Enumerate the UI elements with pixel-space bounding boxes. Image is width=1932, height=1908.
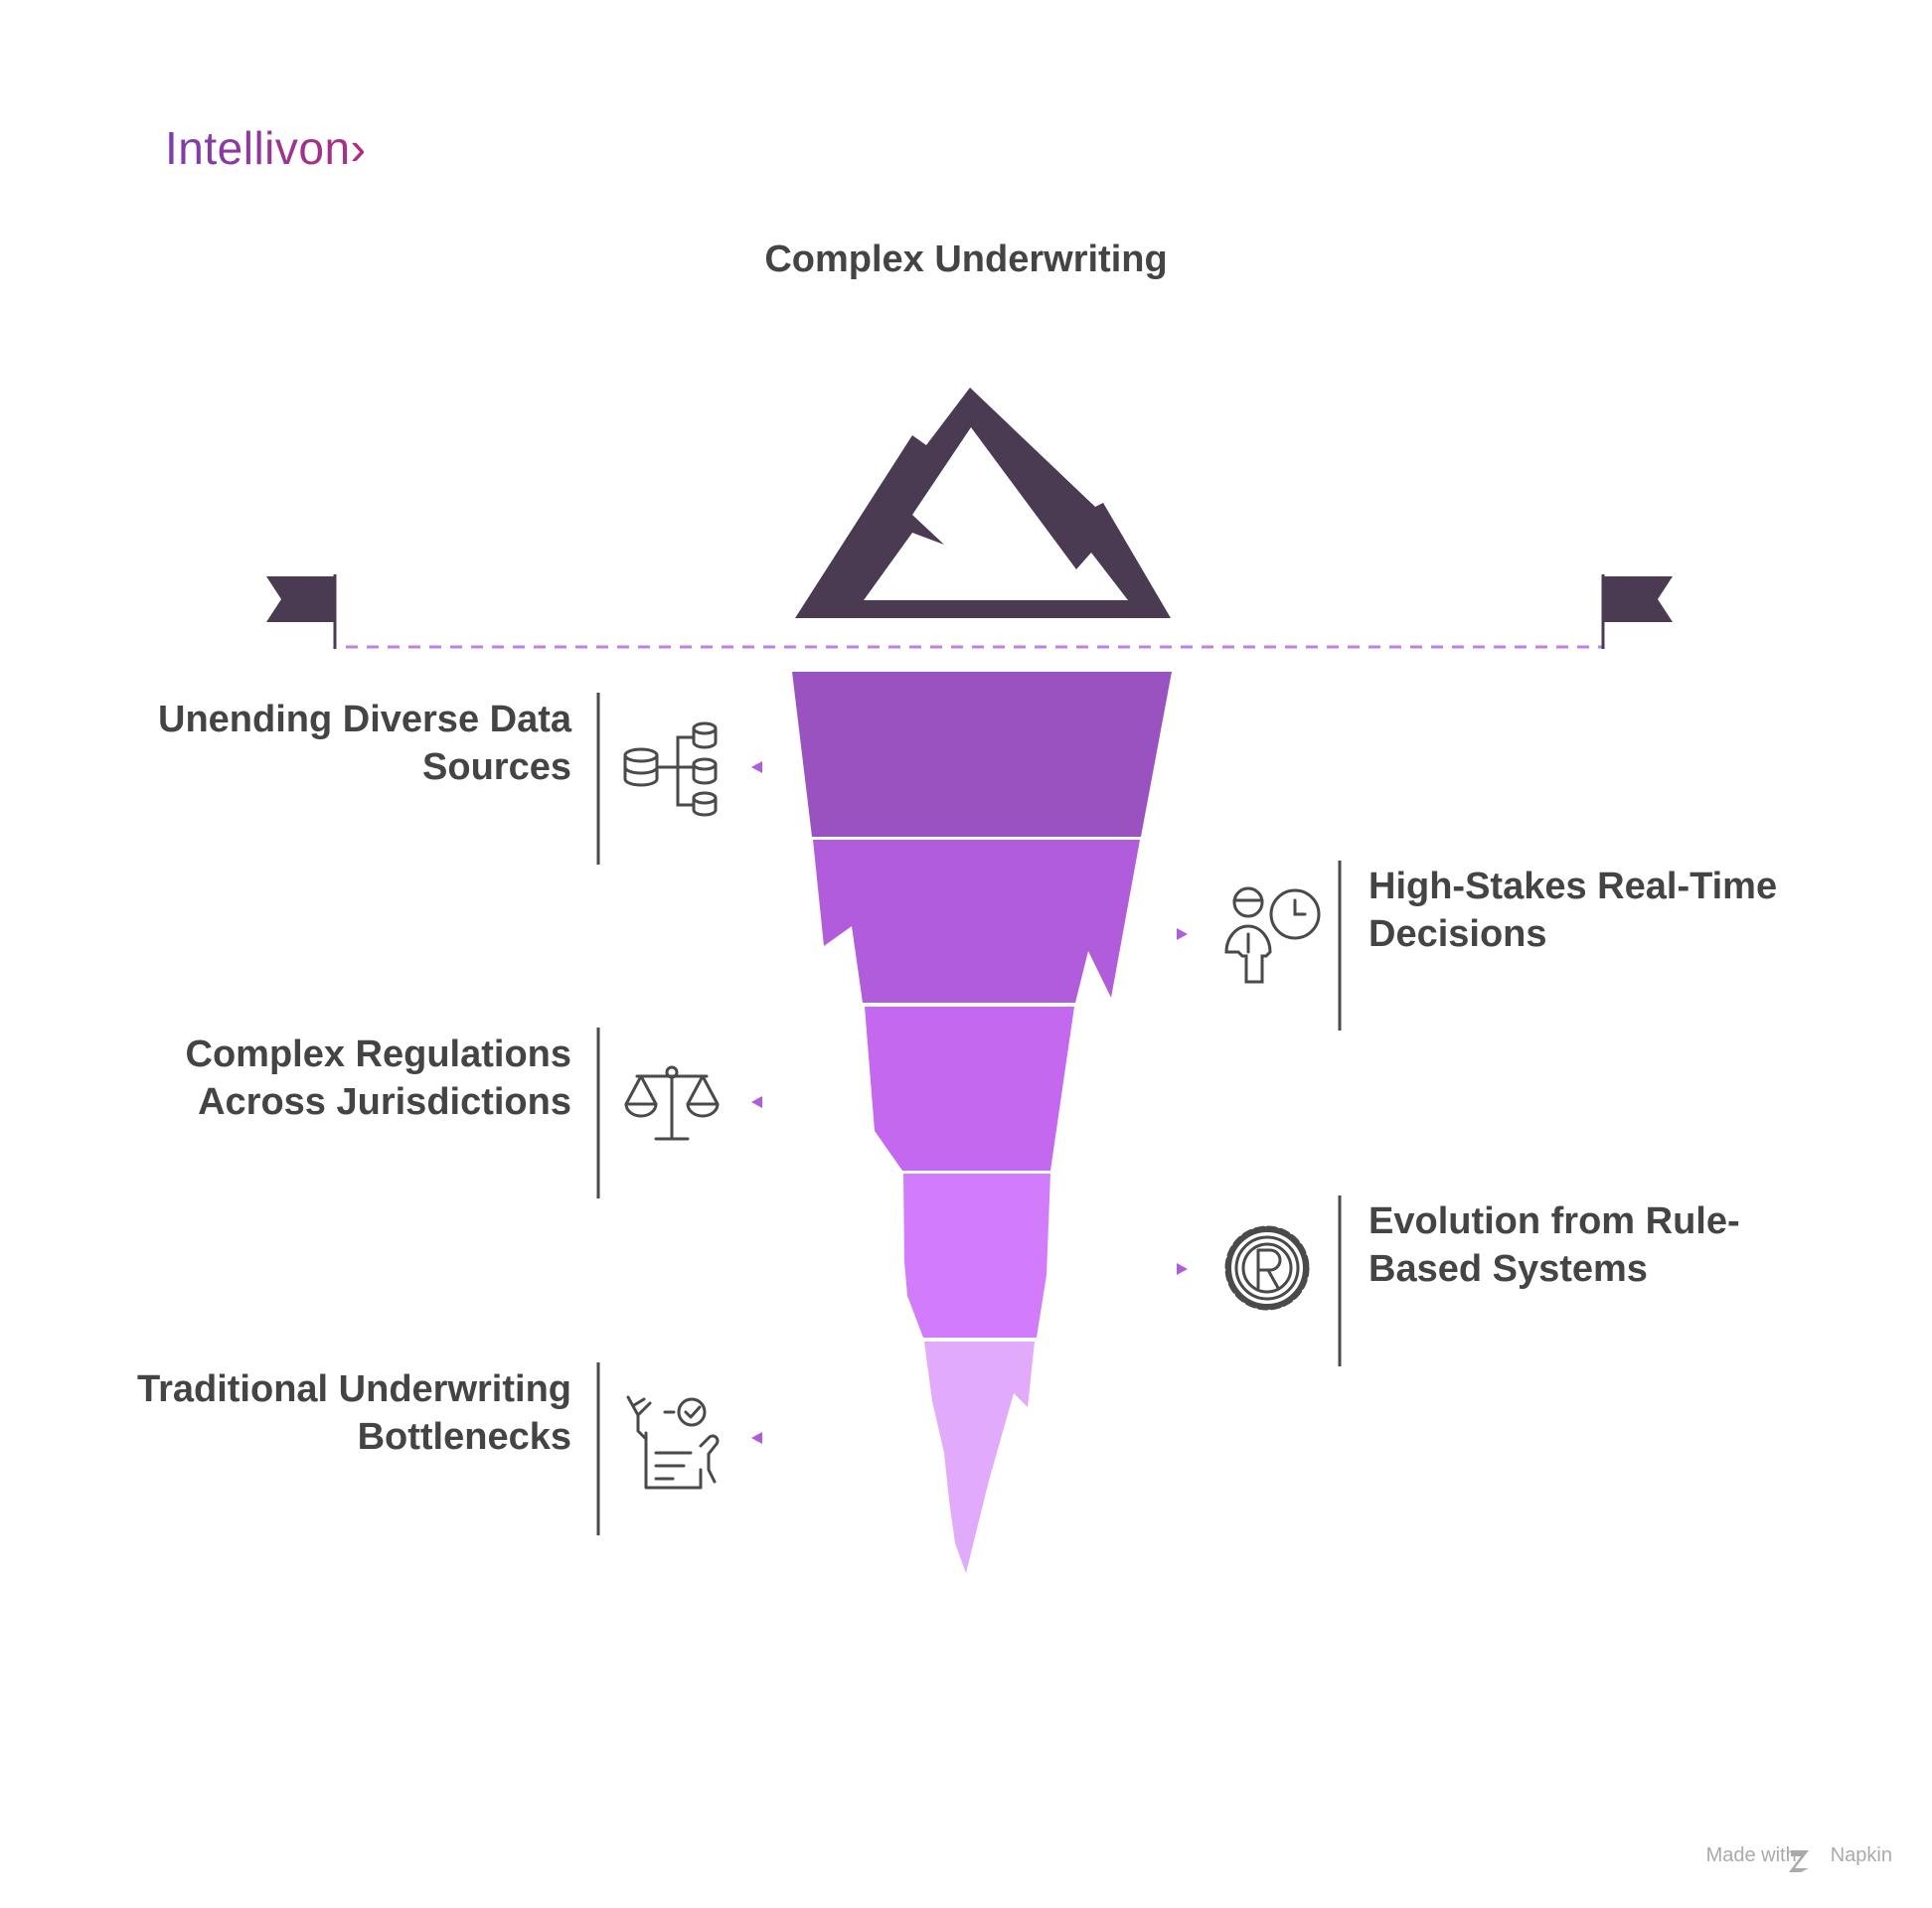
database-hierarchy-icon (623, 721, 718, 817)
pointer-arrow-4 (1177, 1263, 1188, 1275)
scales-icon (624, 1065, 720, 1141)
credit-text: Made with (1705, 1844, 1797, 1866)
diagram-title: Complex Underwriting (764, 238, 1168, 280)
pointer-arrow-1 (751, 761, 762, 773)
iceberg-tip (795, 388, 1171, 618)
document-check-hand-icon (626, 1395, 720, 1490)
pointer-arrow-5 (751, 1432, 762, 1444)
iceberg-layer-1 (792, 672, 1172, 837)
item-label-2: High-Stakes Real-Time Decisions (1368, 866, 1778, 955)
credit-brand: Napkin (1830, 1844, 1892, 1866)
iceberg-layer-3 (865, 1007, 1074, 1171)
brand-logo: Intellivon› (165, 122, 367, 174)
right-flag (1601, 574, 1673, 649)
footer-credit: Made with Napkin (1706, 1844, 1892, 1867)
item-label-3: Complex Regulations Across Jurisdictions (185, 1034, 572, 1123)
person-clock-icon (1224, 886, 1321, 984)
gear-r-icon (1224, 1225, 1310, 1311)
napkin-logo-icon (1789, 1850, 1809, 1872)
item-label-5: Traditional Underwriting Bottlenecks (136, 1368, 571, 1458)
iceberg-layer-5 (924, 1342, 1035, 1573)
iceberg-layer-4 (903, 1174, 1050, 1338)
item-label-4: Evolution from Rule-Based Systems (1368, 1200, 1740, 1290)
left-flag (266, 574, 337, 649)
iceberg-layer-2 (813, 840, 1140, 1003)
pointer-arrow-2 (1177, 928, 1188, 940)
item-label-1: Unending Diverse Data Sources (158, 699, 571, 788)
pointer-arrow-3 (751, 1096, 762, 1108)
